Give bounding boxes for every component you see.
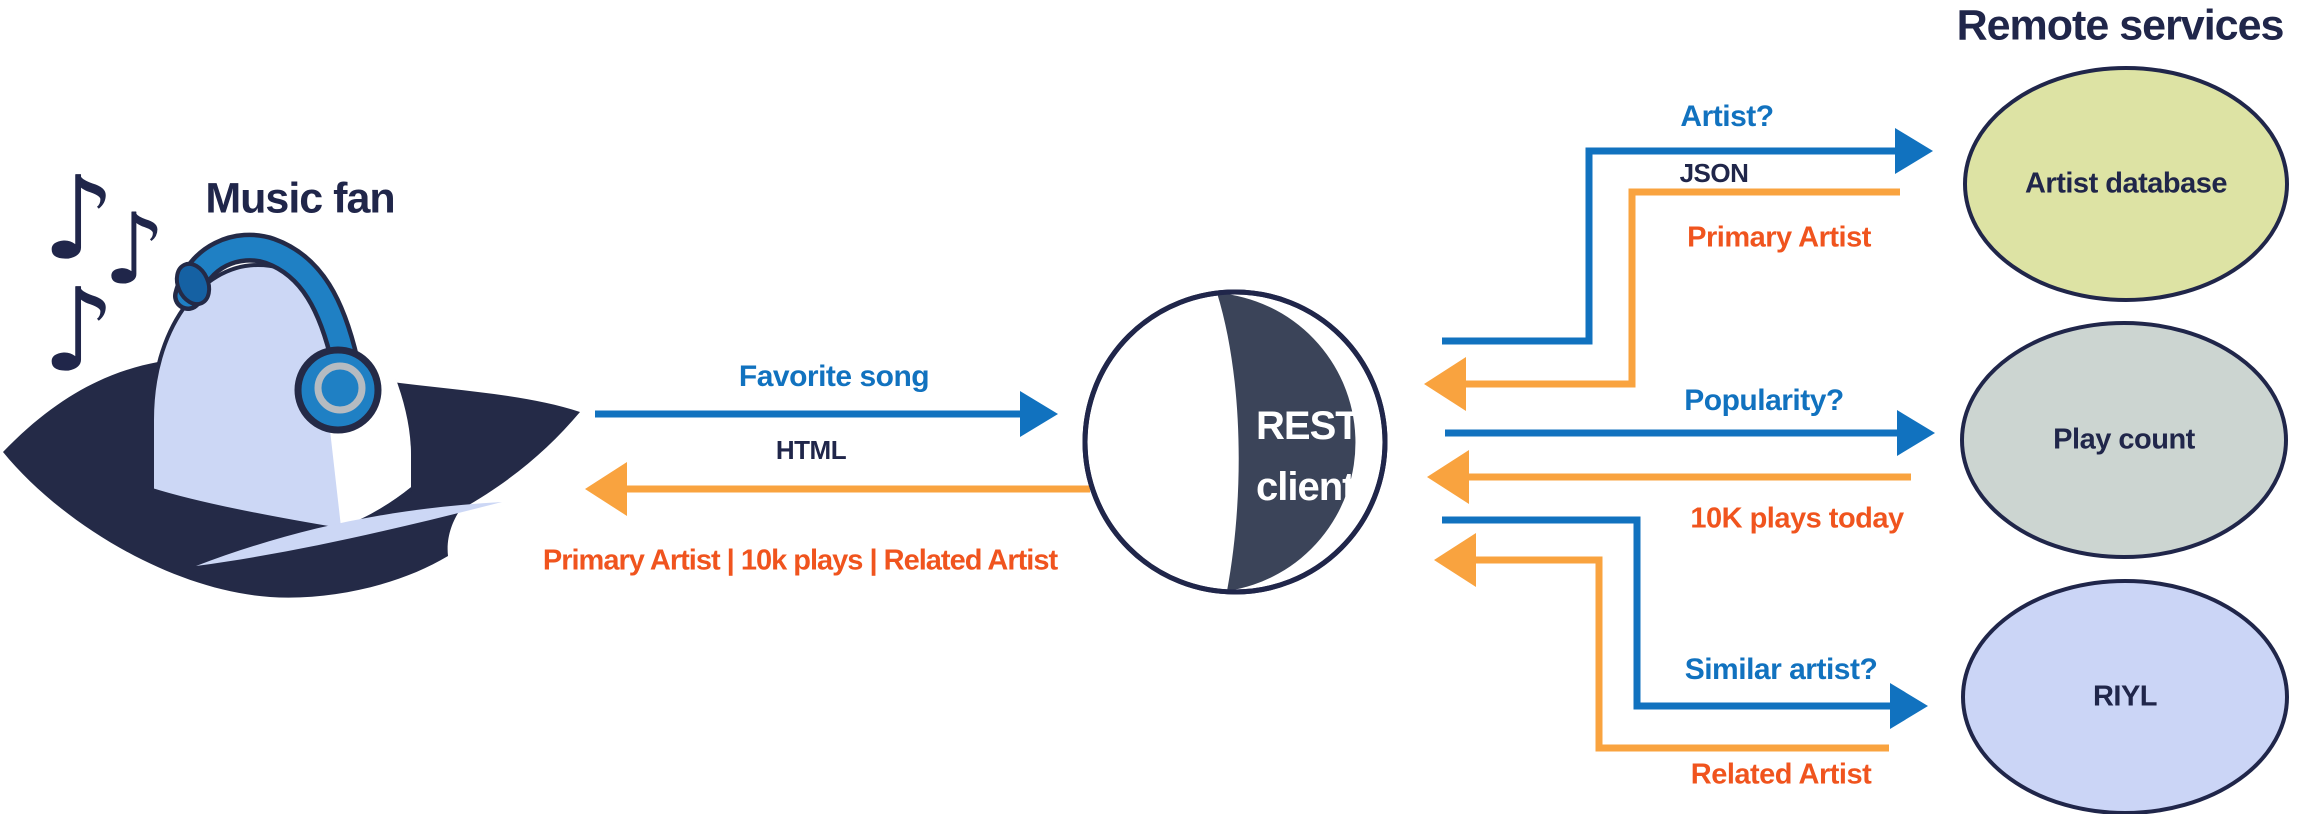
favorite-song-label: Favorite song <box>738 360 930 393</box>
play-count-node-label: Play count <box>2053 423 2195 456</box>
music-note-icon: ♪ <box>103 193 166 307</box>
popularity-request-label: Popularity? <box>1684 384 1844 417</box>
arrowhead-right-icon <box>1890 683 1928 729</box>
arrowhead-right-icon <box>1897 410 1935 456</box>
headphones-earcup-ring <box>314 362 366 414</box>
service-node-play-count <box>1960 321 2288 559</box>
favorite-song-arrow <box>595 391 1058 437</box>
headphones-band-fill <box>177 237 356 373</box>
arrowhead-left-icon <box>1424 357 1466 411</box>
json-format-label: JSON <box>1679 158 1749 188</box>
similar-request-arrow <box>1442 516 1928 729</box>
service-node-artist-database <box>1963 66 2289 302</box>
artist-request-label: Artist? <box>1680 100 1774 133</box>
popularity-response-arrow <box>1427 450 1911 504</box>
arrowhead-right-icon <box>1020 391 1058 437</box>
similar-response-label: Related Artist <box>1690 758 1872 791</box>
user-response-label: Primary Artist | 10k plays | Related Art… <box>542 544 1058 577</box>
rest-client-label: REST client <box>1256 396 1360 518</box>
service-node-riyl <box>1961 579 2289 814</box>
similar-response-arrow <box>1434 533 1889 752</box>
rest-client-shaded-half <box>1217 293 1356 591</box>
rest-client-outline <box>1082 289 1388 595</box>
arrowhead-right-icon <box>1895 128 1933 174</box>
rest-client-node <box>1082 289 1388 595</box>
popularity-request-arrow <box>1445 410 1935 456</box>
artist-response-label: Primary Artist <box>1687 221 1871 254</box>
music-note-icon: ♪ <box>42 264 115 398</box>
popularity-response-label: 10K plays today <box>1690 502 1904 535</box>
music-note-icon: ♪ <box>42 152 115 286</box>
headphones-earcup-icon <box>294 346 382 434</box>
artist-response-arrow <box>1424 188 1900 411</box>
headphones-band-end <box>174 261 212 307</box>
artist-database-node-label: Artist database <box>2024 167 2228 200</box>
remote-services-title: Remote services <box>1956 1 2285 50</box>
arrowhead-left-icon <box>1434 533 1476 587</box>
rest-client-label-line1: REST <box>1256 404 1360 448</box>
artist-request-arrow <box>1442 128 1933 345</box>
html-format-label: HTML <box>775 435 847 465</box>
figure-smile-shape <box>196 502 502 566</box>
arrowhead-left-icon <box>585 462 627 516</box>
user-response-arrow <box>585 462 1090 516</box>
arrowhead-left-icon <box>1427 450 1469 504</box>
music-fan-label: Music fan <box>205 174 395 223</box>
riyl-node-label: RIYL <box>2092 680 2158 713</box>
music-fan-figure: ♪ ♪ ♪ <box>3 152 580 598</box>
rest-client-label-line2: client <box>1256 465 1355 509</box>
similar-request-label: Similar artist? <box>1684 653 1878 686</box>
